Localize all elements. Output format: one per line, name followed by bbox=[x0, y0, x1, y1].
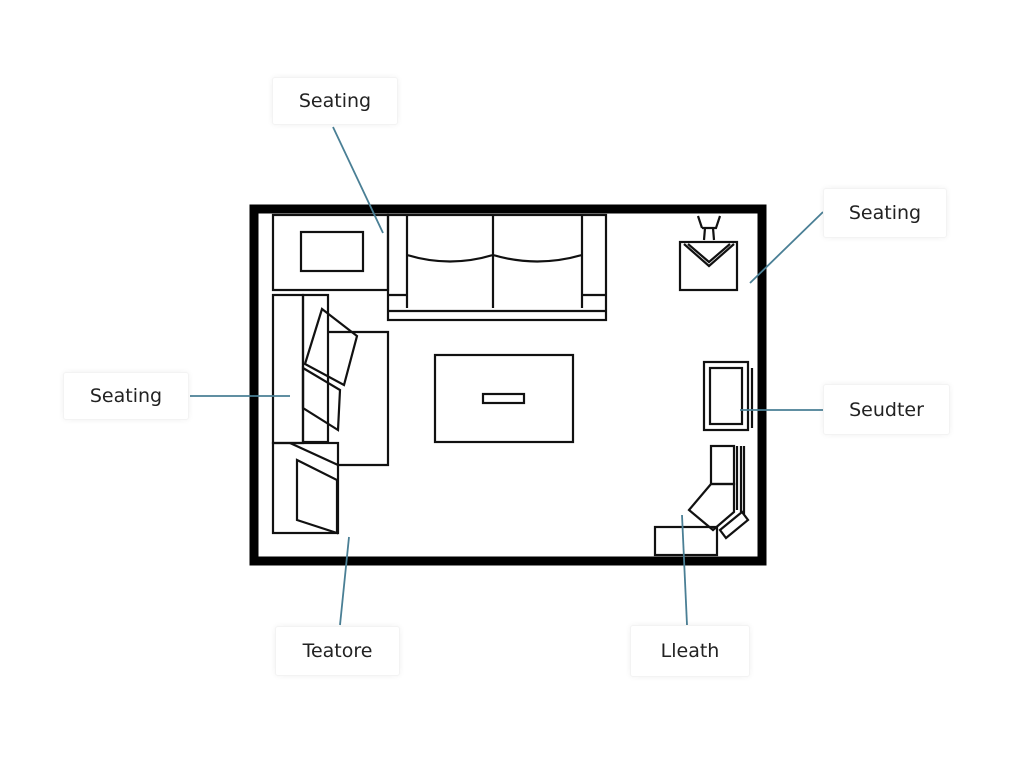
sofa-top bbox=[386, 213, 608, 322]
label-seudter: Seudter bbox=[823, 384, 950, 435]
coffee-table bbox=[433, 353, 575, 444]
side-table bbox=[653, 525, 719, 557]
leader-line-bottom-right bbox=[681, 514, 688, 626]
label-teatore: Teatore bbox=[275, 626, 400, 676]
cabinet bbox=[271, 213, 390, 292]
room-walls bbox=[249, 204, 767, 566]
label-seating-left: Seating bbox=[63, 372, 189, 420]
label-lleath: Lleath bbox=[630, 625, 750, 677]
leader-line-top bbox=[332, 126, 384, 234]
label-seating-right: Seating bbox=[823, 188, 947, 238]
leader-line-right-top bbox=[749, 211, 824, 284]
corner-chair bbox=[687, 444, 750, 540]
sectional-sofa bbox=[271, 293, 390, 535]
label-seating-top: Seating bbox=[272, 77, 398, 125]
leader-line-bottom-left bbox=[339, 536, 350, 626]
armchair-top-right bbox=[678, 215, 739, 292]
tv-console bbox=[702, 360, 754, 432]
